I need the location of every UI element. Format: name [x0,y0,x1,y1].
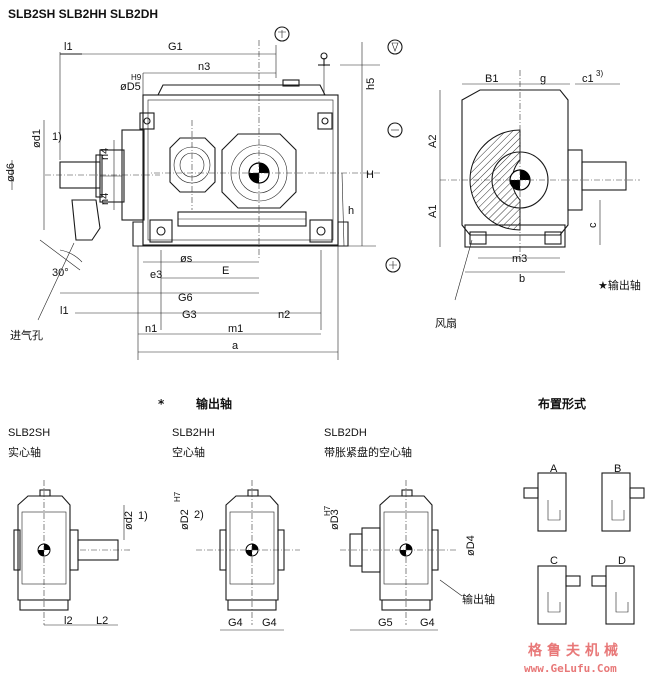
dim-A2: A2 [427,135,439,148]
variant-3-dim-a: G5 [378,617,393,629]
variant-3-d4: øD4 [465,535,477,556]
dim-c1-note: 3) [596,69,603,78]
dim-l1-lower: l1 [60,305,69,317]
form-a-label: A [550,463,558,475]
variant-2-dim-b: G4 [262,617,277,629]
variant-3-d-sup: H7 [323,505,332,516]
variant-2-d: øD2 [179,509,191,530]
output-shaft-label: ★输出轴 [598,278,641,292]
variant-2-desc: 空心轴 [172,445,205,459]
variant-1-sketch: ød2 1) l2 L2 [13,480,148,627]
dim-G1: G1 [168,41,183,53]
form-d: D [591,555,635,625]
fan-label: 风扇 [435,316,457,330]
dim-n4-top: n4 [99,148,111,160]
variant-3-desc: 带胀紧盘的空心轴 [324,445,412,459]
variant-3-sketch: øD3 H7 øD4 输出轴 G5 G4 [323,480,495,631]
variant-3-d: øD3 [329,509,341,530]
arrangement-forms: A B C D [523,463,645,625]
dim-m1: m1 [228,323,243,335]
dim-s: øs [180,253,193,265]
variant-3-shaft-label: 输出轴 [462,592,495,606]
dim-m3: m3 [512,253,527,265]
watermark-cn: 格鲁夫机械 [528,642,623,659]
variant-2-dim-a: G4 [228,617,243,629]
air-vent-label: 进气孔 [10,328,43,342]
watermark-url: www.GeLufu.Com [524,662,617,675]
dim-n1: n1 [145,323,157,335]
dim-angle: 30° [52,267,69,279]
dim-d6: ød6 [5,163,17,182]
dim-d1: ød1 [31,129,43,148]
front-view: l1 G1 n3 øD5 H9 h5 H h ød1 1) ød6 n4 n4 … [5,26,403,360]
variant-1-code: SLB2SH [8,427,50,439]
variant-1-desc: 实心轴 [8,445,41,459]
dim-h: h [348,205,354,217]
form-b-label: B [614,463,621,475]
variant-2-code: SLB2HH [172,427,215,439]
dim-n4-bottom: n4 [99,193,111,205]
dim-d1-note: 1) [52,131,62,143]
variant-1-dim-a: l2 [64,615,73,627]
arrangement-title: 布置形式 [538,396,586,411]
dim-b: b [519,273,525,285]
variant-1-dim-b: L2 [96,615,108,627]
dim-E: E [222,265,229,277]
oil-level-symbols [274,26,403,273]
section-title: 输出轴 [196,396,232,411]
dim-n2: n2 [278,309,290,321]
dim-h5: h5 [365,78,377,90]
dim-G6: G6 [178,292,193,304]
form-a: A [523,463,567,532]
form-d-label: D [618,555,626,567]
drawing-title: SLB2SH SLB2HH SLB2DH [8,7,158,21]
variant-2-d-note: 2) [194,509,204,521]
dim-H9: H9 [131,73,142,82]
variant-3-code: SLB2DH [324,427,367,439]
dim-A1: A1 [427,205,439,218]
form-b: B [601,463,645,532]
dim-H: H [366,169,374,181]
dim-c: c [587,222,599,228]
dim-e3: e3 [150,269,162,281]
variant-2-sketch: øD2 H7 2) G4 G4 [173,480,300,631]
variant-1-d-note: 1) [138,510,148,522]
form-c: C [537,555,581,625]
variant-1-d: ød2 [123,511,135,530]
small-gear-window [169,137,216,193]
side-view: B1 g c1 3) A2 A1 c m3 b 风扇 ★输出轴 [427,69,641,330]
dim-a: a [232,340,239,352]
variant-3-dim-b: G4 [420,617,435,629]
form-c-label: C [550,555,558,567]
large-gear-window [221,133,297,209]
dim-n3: n3 [198,61,210,73]
dim-D5: øD5 [120,81,141,93]
dim-g: g [540,73,546,85]
dim-c1: c1 [582,73,594,85]
dim-B1: B1 [485,73,498,85]
dim-G3: G3 [182,309,197,321]
section-star: * [158,397,165,411]
variant-2-d-sup: H7 [173,491,182,502]
dim-l1: l1 [64,41,73,53]
